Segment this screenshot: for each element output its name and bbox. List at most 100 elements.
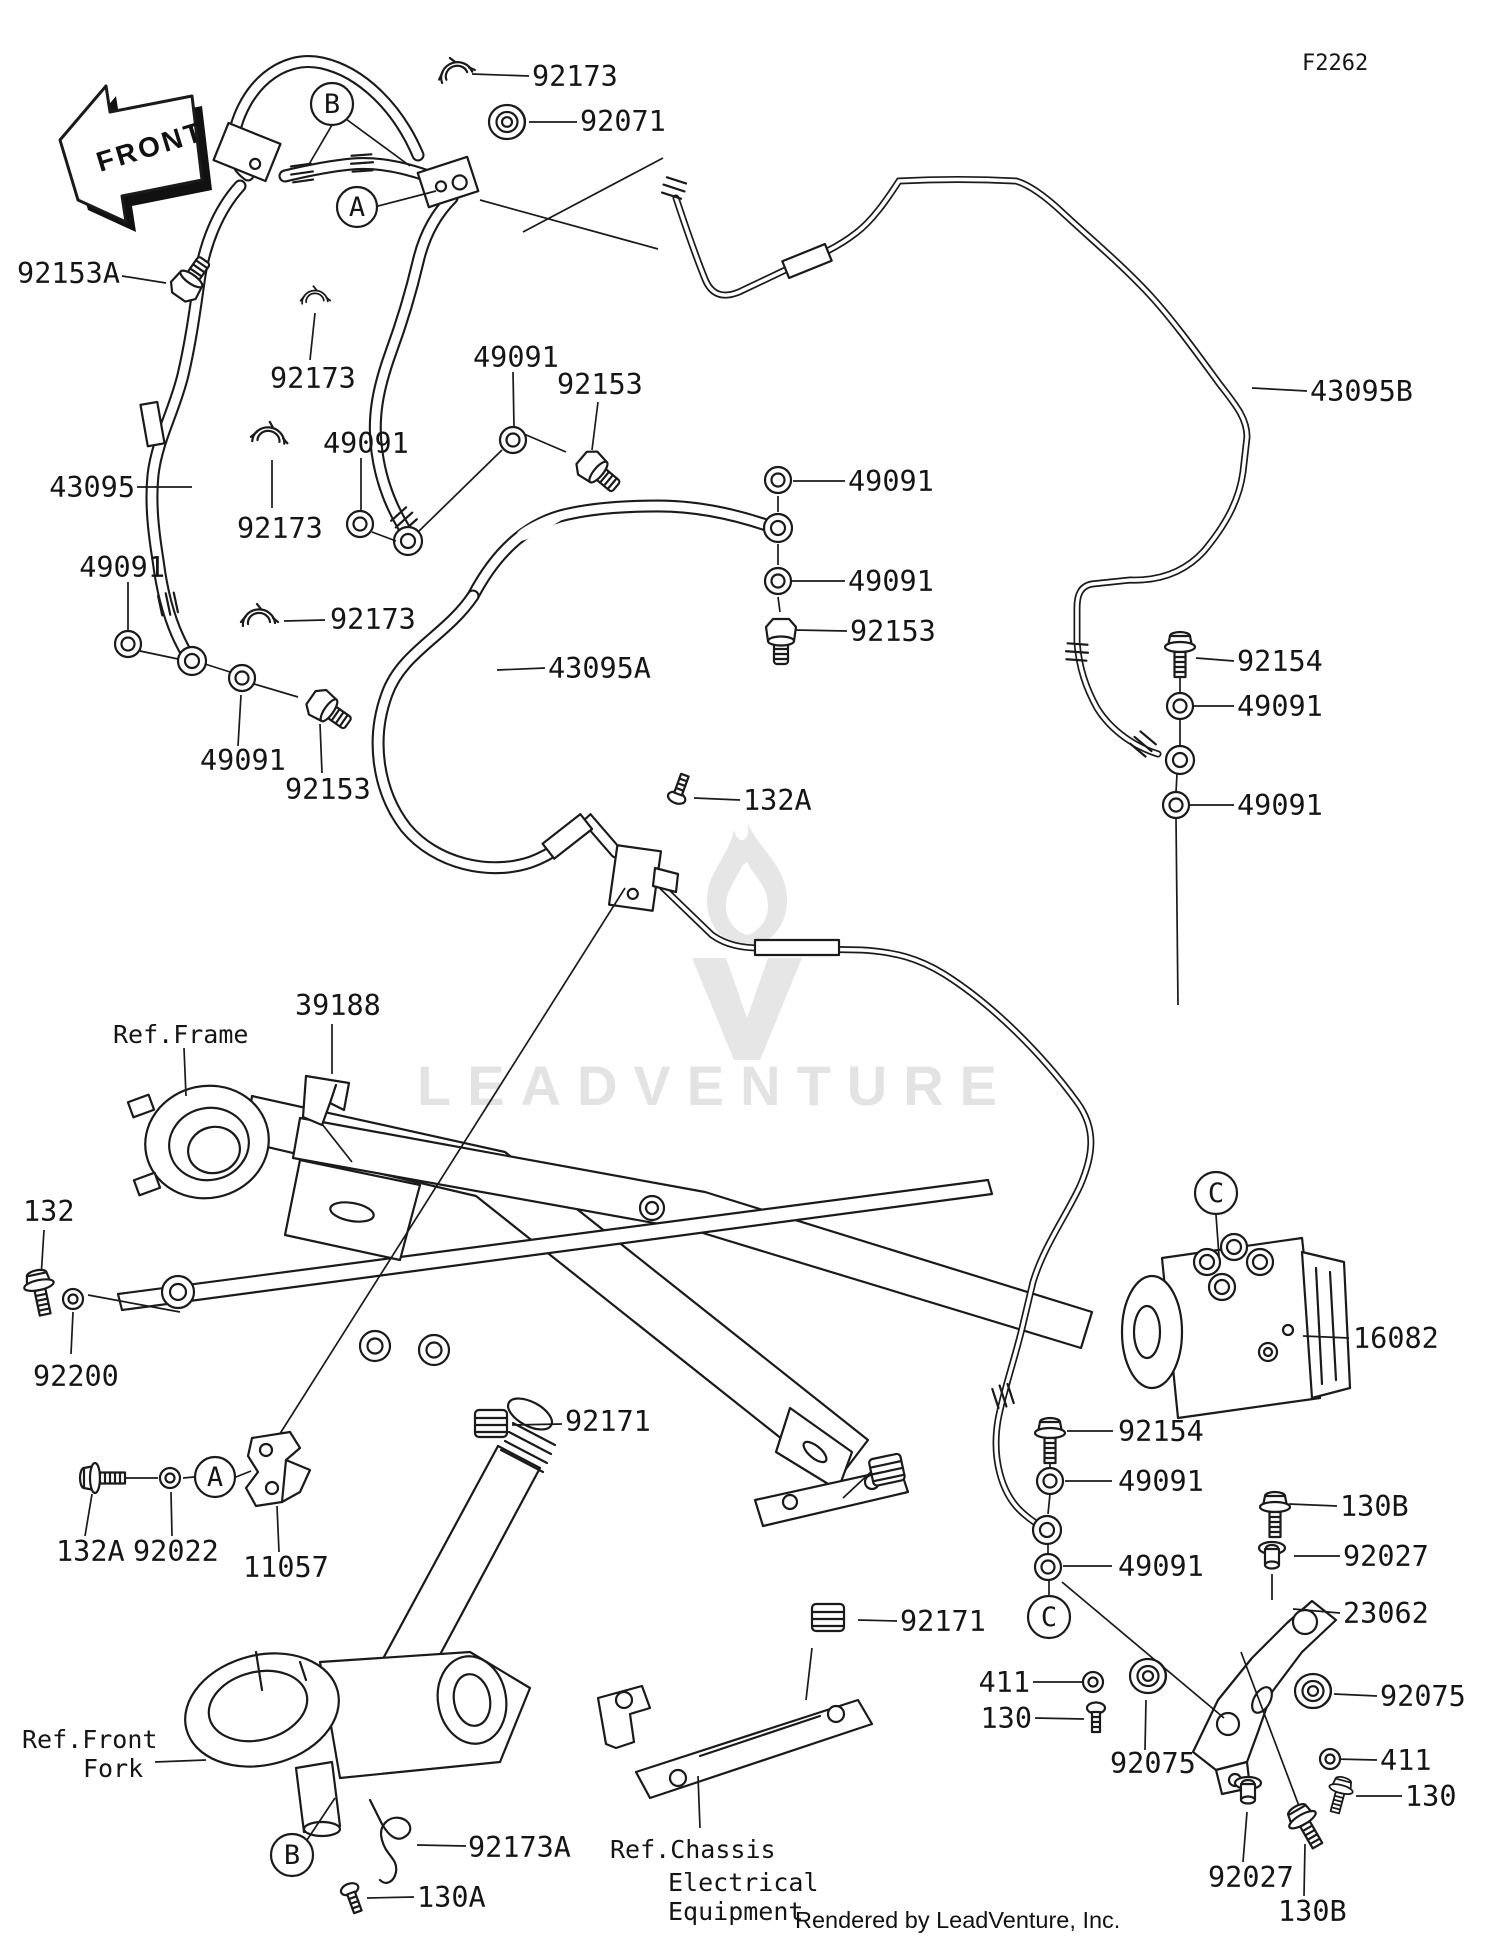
part-label-49091: 49091 — [848, 565, 934, 598]
grommet-92071-icon — [487, 103, 527, 141]
part-label-92154: 92154 — [1118, 1415, 1204, 1448]
front-fork-art — [184, 1397, 557, 1838]
callout-labels: F2262 92173 92071 92153A 92173 49091 921… — [17, 51, 1466, 1933]
washer-92022-icon — [158, 1466, 182, 1490]
washer-icon — [1165, 691, 1195, 721]
part-glyphs — [20, 51, 1357, 1916]
washer-411-icon — [1318, 1747, 1342, 1771]
section-markers: B A C C A B — [193, 81, 1239, 1878]
part-label-92153a: 92153A — [17, 257, 120, 290]
washer-icon — [763, 465, 793, 495]
clip-92173a-icon — [368, 1798, 412, 1884]
figure-code: F2262 — [1302, 51, 1368, 76]
grommet-92075-icon — [1128, 1657, 1168, 1695]
part-label-11057: 11057 — [243, 1551, 329, 1584]
bolt-92154-icon — [1163, 630, 1197, 679]
banjo-bolt-92153-icon — [570, 445, 627, 500]
ref-front-fork-label-line1: Ref.Front — [22, 1725, 157, 1754]
washer-icon — [1161, 790, 1191, 820]
marker-c-top: C — [1208, 1178, 1224, 1209]
clamp-92173-icon — [433, 51, 478, 85]
washer-icon — [763, 566, 793, 596]
washer-icon — [1035, 1466, 1065, 1496]
washer-icon — [1033, 1552, 1063, 1582]
clamp-92173-icon — [249, 418, 292, 449]
leader-lines — [40, 73, 1402, 1899]
part-label-49091: 49091 — [1237, 789, 1323, 822]
washer-icon — [345, 509, 375, 539]
part-label-16082: 16082 — [1353, 1322, 1439, 1355]
frame-art — [116, 1074, 1094, 1528]
collar-92027-icon — [1257, 1540, 1287, 1570]
part-label-43095: 43095 — [49, 471, 135, 504]
clamp-92173-icon — [239, 602, 280, 628]
part-label-130: 130 — [981, 1702, 1032, 1735]
part-label-49091: 49091 — [848, 465, 934, 498]
front-direction-arrow: FRONT — [58, 84, 212, 232]
part-label-92071: 92071 — [580, 105, 666, 138]
part-label-92171: 92171 — [565, 1405, 651, 1438]
ref-chassis-label-line2: Electrical — [668, 1868, 819, 1897]
part-label-92153: 92153 — [850, 615, 936, 648]
chassis-bracket-art — [596, 1684, 874, 1800]
screw-130-icon — [1085, 1701, 1107, 1734]
bracket-11057-icon — [244, 1430, 312, 1508]
bolt-132a-icon — [78, 1461, 127, 1495]
part-label-49091: 49091 — [473, 341, 559, 374]
bolt-130-icon — [1322, 1773, 1357, 1817]
part-label-130b: 130B — [1340, 1490, 1409, 1523]
part-label-49091: 49091 — [1118, 1550, 1204, 1583]
part-label-411: 411 — [1380, 1744, 1431, 1777]
part-label-92173: 92173 — [532, 60, 618, 93]
ref-chassis-label-line1: Ref.Chassis — [610, 1835, 776, 1864]
abs-unit-art — [1120, 1232, 1352, 1420]
damper-92171-icon — [473, 1408, 509, 1439]
banjo-bolt-92153-icon — [764, 617, 798, 666]
part-label-92154: 92154 — [1237, 645, 1323, 678]
part-label-49091: 49091 — [200, 744, 286, 777]
washer-icon — [113, 629, 143, 659]
part-label-43095b: 43095B — [1310, 375, 1413, 408]
part-label-23062: 23062 — [1343, 1597, 1429, 1630]
part-label-130: 130 — [1405, 1780, 1456, 1813]
credit-text: Rendered by LeadVenture, Inc. — [795, 1907, 1120, 1933]
part-label-92173: 92173 — [330, 603, 416, 636]
washer-icon — [498, 425, 528, 455]
part-label-92173: 92173 — [270, 362, 356, 395]
damper-92171-icon — [867, 1452, 907, 1488]
part-label-411: 411 — [979, 1666, 1030, 1699]
washer-icon — [227, 663, 257, 693]
screw-130a-icon — [338, 1879, 368, 1916]
part-label-132: 132 — [23, 1195, 74, 1228]
bolt-132-icon — [20, 1266, 61, 1319]
marker-b-top: B — [324, 89, 340, 120]
part-label-92153: 92153 — [285, 773, 371, 806]
part-label-92022: 92022 — [133, 1535, 219, 1568]
part-label-92027: 92027 — [1343, 1540, 1429, 1573]
part-label-132a: 132A — [743, 784, 812, 817]
marker-b-bottom: B — [284, 1840, 300, 1871]
marker-a-top: A — [349, 192, 365, 223]
ref-front-fork-label-line2: Fork — [83, 1754, 143, 1783]
banjo-bolt-92153-icon — [301, 684, 358, 737]
ref-frame-label: Ref.Frame — [113, 1020, 248, 1049]
marker-a-bottom: A — [207, 1462, 223, 1493]
part-label-49091: 49091 — [79, 551, 165, 584]
part-label-92075: 92075 — [1110, 1747, 1196, 1780]
part-label-49091: 49091 — [1237, 690, 1323, 723]
part-label-92153: 92153 — [557, 368, 643, 401]
part-label-92027: 92027 — [1208, 1861, 1294, 1894]
grommet-92075-icon — [1293, 1672, 1333, 1710]
part-label-49091: 49091 — [1118, 1465, 1204, 1498]
screw-132a-icon — [665, 771, 695, 808]
washer-411-icon — [1081, 1670, 1105, 1694]
marker-c-bottom: C — [1041, 1602, 1057, 1633]
part-label-39188: 39188 — [295, 989, 381, 1022]
part-label-130b: 130B — [1278, 1895, 1347, 1928]
bolt-130b-icon — [1280, 1798, 1332, 1855]
bolt-92154-icon — [1033, 1416, 1067, 1465]
part-label-43095a: 43095A — [548, 652, 651, 685]
bolt-130b-icon — [1258, 1490, 1292, 1539]
clamp-92173-icon — [299, 285, 332, 305]
